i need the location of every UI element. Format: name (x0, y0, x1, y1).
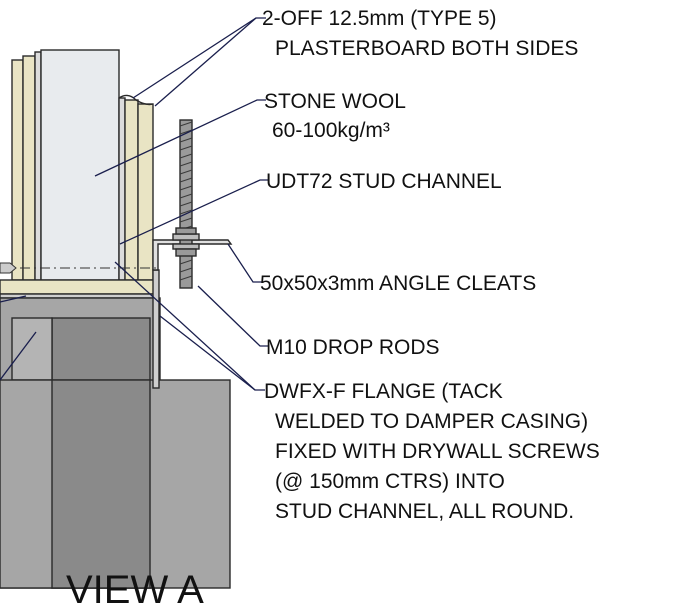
callout-flange-line-5: STUD CHANNEL, ALL ROUND. (275, 500, 574, 523)
plasterboard-left-outer (11, 59, 24, 281)
plasterboard-right-inner (124, 99, 139, 281)
angle-cleat (152, 239, 233, 271)
callout-flange: DWFX-F FLANGE (TACK WELDED TO DAMPER CAS… (264, 380, 600, 523)
dwfx-f-flange (152, 269, 160, 389)
leader-lines (0, 17, 268, 391)
callout-stone-wool-line-1: STONE WOOL (264, 90, 406, 113)
callout-plasterboard-line-2: PLASTERBOARD BOTH SIDES (275, 37, 578, 60)
callout-drop-rods: M10 DROP RODS (266, 336, 440, 359)
plasterboard-right-outer (137, 103, 154, 281)
stud-channel-right (118, 97, 126, 281)
damper-casing (0, 269, 231, 589)
callout-flange-line-2: WELDED TO DAMPER CASING) (275, 410, 588, 433)
callout-stone-wool-line-2: 60-100kg/m³ (272, 119, 390, 142)
callout-plasterboard-line-1: 2-OFF 12.5mm (TYPE 5) (262, 7, 497, 30)
callout-flange-line-1: DWFX-F FLANGE (TACK (264, 380, 503, 403)
callout-angle-cleats: 50x50x3mm ANGLE CLEATS (260, 272, 536, 295)
callout-stud-channel: UDT72 STUD CHANNEL (266, 170, 502, 193)
m10-drop-rod (172, 119, 200, 289)
stone-wool-insulation (40, 49, 120, 281)
callout-plasterboard: 2-OFF 12.5mm (TYPE 5) PLASTERBOARD BOTH … (262, 7, 578, 60)
stud-channel-left (34, 51, 42, 281)
callout-flange-line-3: FIXED WITH DRYWALL SCREWS (275, 440, 600, 463)
wall-section (0, 49, 159, 299)
callout-stone-wool: STONE WOOL 60-100kg/m³ (264, 90, 406, 142)
callout-flange-line-4: (@ 150mm CTRS) INTO (275, 470, 505, 493)
base-stud-channel (0, 279, 159, 295)
callout-drop-rods-line-1: M10 DROP RODS (266, 336, 440, 359)
callout-stud-channel-line-1: UDT72 STUD CHANNEL (266, 170, 502, 193)
plasterboard-left-inner (22, 55, 36, 281)
drywall-screw (0, 262, 158, 274)
callout-angle-cleats-line-1: 50x50x3mm ANGLE CLEATS (260, 272, 536, 295)
view-title: VIEW A (66, 568, 204, 611)
